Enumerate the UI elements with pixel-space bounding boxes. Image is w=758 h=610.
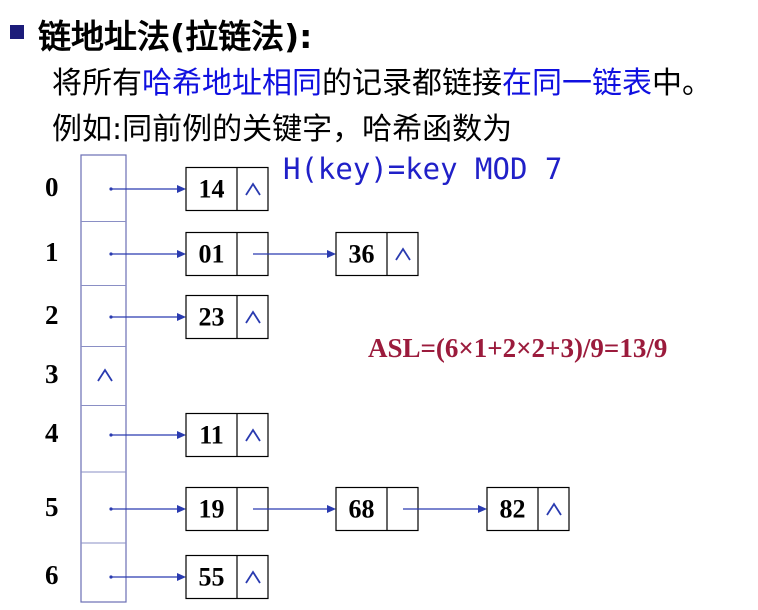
slot-index-label: 5 (45, 492, 59, 522)
caret-null-icon (245, 428, 261, 442)
hash-function-formula: H(key)=key MOD 7 (283, 152, 563, 186)
pointer-arrow-head (177, 431, 186, 439)
text-segment: 将所有 (52, 66, 142, 101)
pointer-arrow-head (177, 573, 186, 581)
caret-null-icon (395, 247, 411, 261)
pointer-arrow-head (177, 185, 186, 193)
slot-index-label: 6 (45, 560, 59, 590)
chain-node-key: 01 (199, 240, 225, 269)
pointer-arrow-head (177, 250, 186, 258)
text-segment: 的记录都链接 (322, 66, 502, 101)
chain-node-key: 14 (199, 175, 225, 204)
chain-node (185, 166, 269, 212)
bullet-square-icon (10, 25, 24, 39)
chain-node-key: 11 (199, 421, 224, 450)
hash-table-array (80, 154, 127, 603)
next-pointer-arrow-head (478, 505, 487, 513)
slot-index-label: 4 (45, 418, 59, 448)
caret-null-icon (245, 182, 261, 196)
next-pointer-arrow-head (327, 505, 336, 513)
chain-node (486, 486, 570, 532)
description-line-2: 例如:同前例的关键字，哈希函数为 (52, 112, 513, 147)
chain-node-key: 68 (349, 495, 375, 524)
chain-node-key: 36 (349, 240, 375, 269)
chain-node-key: 82 (500, 495, 526, 524)
caret-null-icon (245, 570, 261, 584)
slot-index-label: 3 (45, 359, 59, 389)
highlight-same-address: 哈希地址相同 (142, 66, 322, 101)
pointer-arrow-head (177, 313, 186, 321)
pointer-arrow-head (177, 505, 186, 513)
asl-formula: ASL=(6×1+2×2+3)/9=13/9 (368, 333, 668, 363)
chain-node (185, 554, 269, 600)
slot-index-label: 0 (45, 172, 59, 202)
slot-index-label: 2 (45, 300, 59, 330)
caret-null-icon (245, 310, 261, 324)
chain-node (185, 294, 269, 340)
slot-index-label: 1 (45, 237, 59, 267)
text-segment: 中。 (652, 66, 712, 101)
caret-null-icon (546, 502, 562, 516)
chain-node-key: 19 (199, 495, 225, 524)
description-line-1: 将所有哈希地址相同的记录都链接在同一链表中。 (52, 58, 712, 102)
chain-node-key: 23 (199, 303, 225, 332)
section-title: 链地址法(拉链法): (38, 17, 313, 56)
chain-node (335, 231, 419, 277)
next-pointer-arrow-head (327, 250, 336, 258)
chain-node-key: 55 (199, 563, 225, 592)
chain-node (185, 412, 269, 458)
highlight-same-list: 在同一链表 (502, 66, 652, 101)
caret-null-icon (97, 368, 113, 382)
